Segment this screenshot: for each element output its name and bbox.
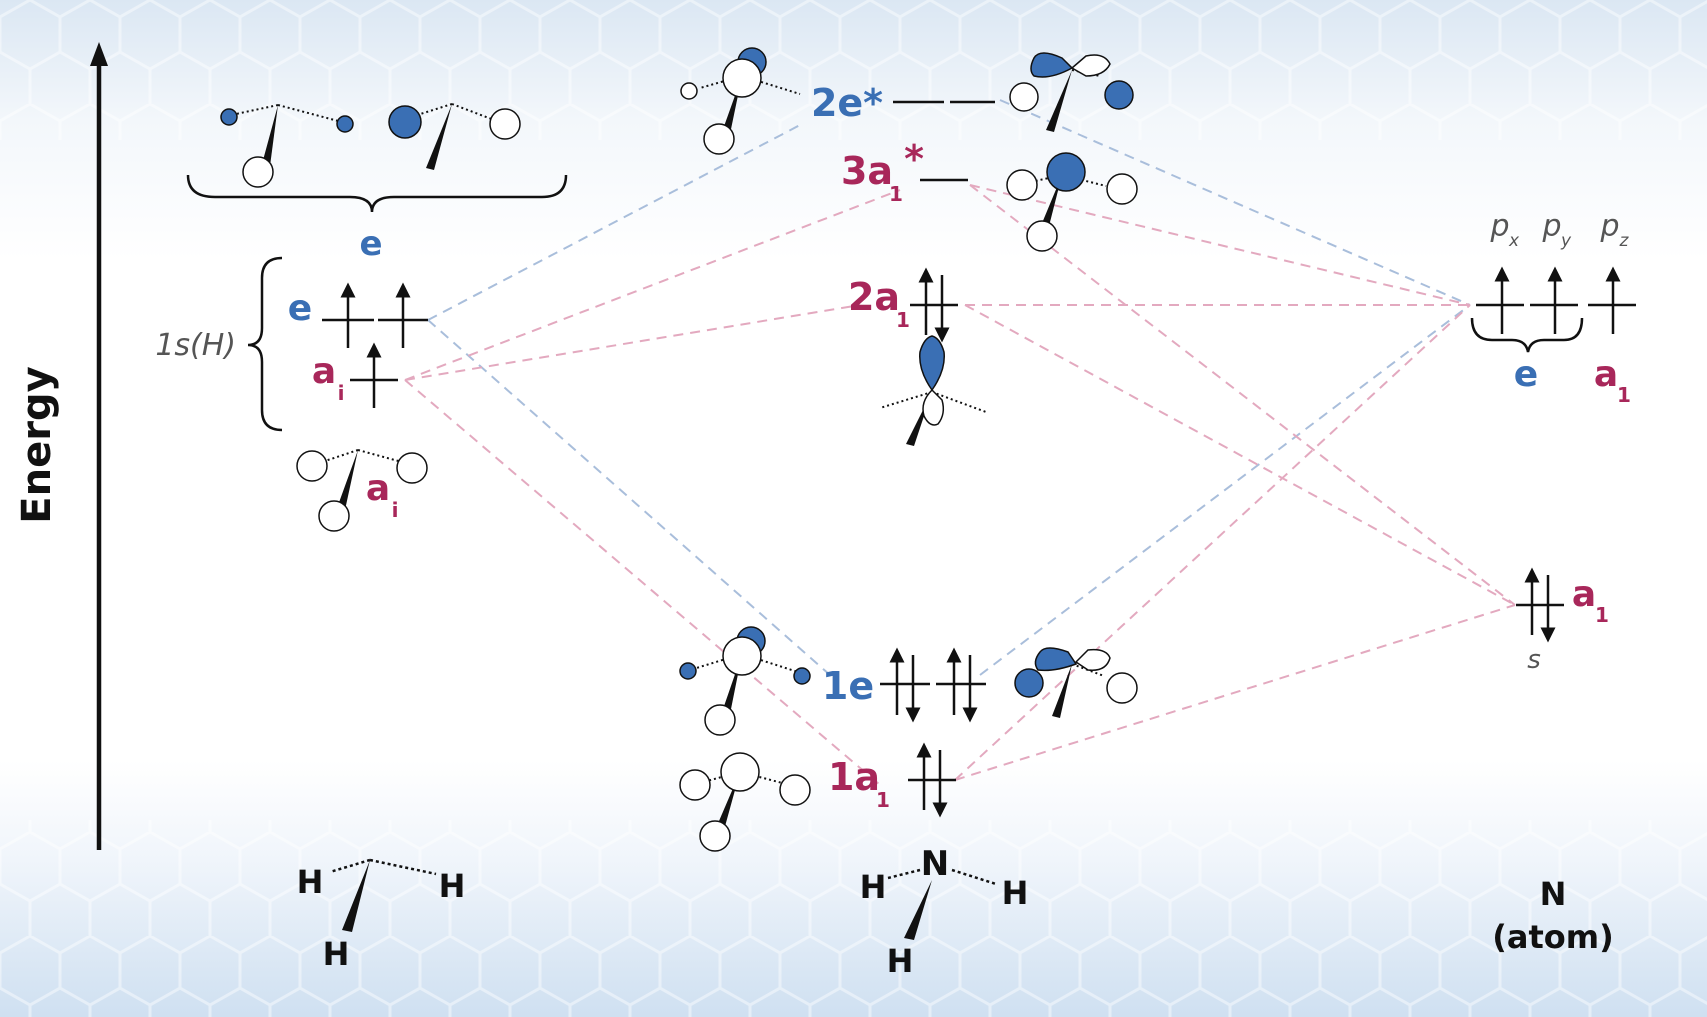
left-e-level (322, 282, 428, 348)
right-a1-s-subscript: 1 (1595, 603, 1609, 627)
mo-1e-label: 1e (822, 664, 874, 708)
nh3-atom-h2: H (1002, 874, 1029, 912)
left-e-label: e (288, 288, 312, 329)
correlation-lines (404, 99, 1516, 786)
brace-e-label: e (359, 224, 382, 264)
right-fragment: p x p y p z e a 1 a 1 s N (atom) (1470, 209, 1636, 956)
nh3-atom-n: N (921, 844, 949, 884)
mo-3a1-star-mark: * (904, 137, 924, 181)
h3-molecule (329, 858, 437, 932)
p-x-label: p (1489, 209, 1509, 244)
mo-2e-label: 2e* (811, 81, 883, 125)
p-x-subscript: x (1508, 231, 1520, 251)
bottom-a-label: a (366, 468, 390, 509)
mo-1a1-subscript: 1 (876, 788, 890, 812)
h3-e-orbital-1 (220, 104, 354, 188)
h3-e-orbital-2 (388, 103, 521, 170)
left-a-subscript: i (338, 381, 345, 405)
h3-a-orbital (296, 449, 428, 532)
atom-subtitle: (atom) (1492, 918, 1613, 956)
mo-1e-orbital-right (1014, 647, 1138, 718)
mo-2e-orbital-right (1009, 52, 1134, 132)
nh3-atom-h3: H (887, 942, 914, 980)
center-mos: 2e* 3a 1 * (679, 47, 1138, 980)
p-y-subscript: y (1560, 231, 1572, 251)
p-labels: p x p y p z (1489, 209, 1629, 251)
mo-3a1-label: 3a (841, 149, 893, 193)
left-a-level (350, 342, 398, 408)
right-a1-s-label: a (1572, 574, 1596, 615)
left-group-brace (247, 256, 283, 432)
atom-title: N (1540, 875, 1567, 913)
p-e-brace (1470, 317, 1584, 353)
right-a1-p-label: a (1594, 354, 1618, 395)
mo-1e: 1e (679, 626, 1138, 736)
h3-atom-h2: H (439, 867, 466, 905)
mo-1a1-label: 1a (828, 755, 880, 799)
nh3-molecule (887, 868, 997, 940)
p-y-label: p (1541, 209, 1561, 244)
s-level (1516, 567, 1564, 643)
h3-atom-h3: H (323, 935, 350, 973)
e-brace (186, 174, 568, 213)
hex-band-bottom (0, 820, 1707, 1017)
energy-axis-label: Energy (14, 366, 60, 523)
right-e-label: e (1514, 354, 1538, 395)
mo-2a1: 2a 1 (848, 267, 987, 446)
h3-atom-h1: H (297, 863, 324, 901)
mo-3a1-orbital (1006, 152, 1138, 252)
mo-3a1-star: 3a 1 * (841, 137, 1138, 252)
p-levels (1476, 266, 1636, 334)
left-a-label: a (312, 351, 336, 392)
mo-2e-orbital-left (680, 47, 801, 155)
left-fragment: e 1s(H) e a i a i (155, 103, 568, 973)
mo-2a1-label: 2a (848, 275, 900, 319)
energy-axis: Energy (14, 42, 108, 850)
mo-1a1: 1a 1 (679, 742, 956, 852)
mo-1e-orbital-left (679, 626, 811, 736)
nh3-atom-h1: H (860, 868, 887, 906)
p-z-subscript: z (1619, 231, 1630, 251)
hex-band-top (0, 0, 1707, 140)
group-label-1s-h: 1s(H) (155, 328, 236, 363)
mo-3a1-subscript: 1 (889, 182, 903, 206)
mo-1a1-orbital (679, 752, 811, 852)
mo-2e-star: 2e* (680, 47, 1134, 155)
p-z-label: p (1599, 209, 1619, 244)
right-a1-p-subscript: 1 (1617, 383, 1631, 407)
mo-2a1-lone-pair-orbital (879, 335, 987, 446)
s-label: s (1527, 645, 1541, 675)
bottom-a-subscript: i (392, 498, 399, 522)
mo-2a1-subscript: 1 (896, 308, 910, 332)
